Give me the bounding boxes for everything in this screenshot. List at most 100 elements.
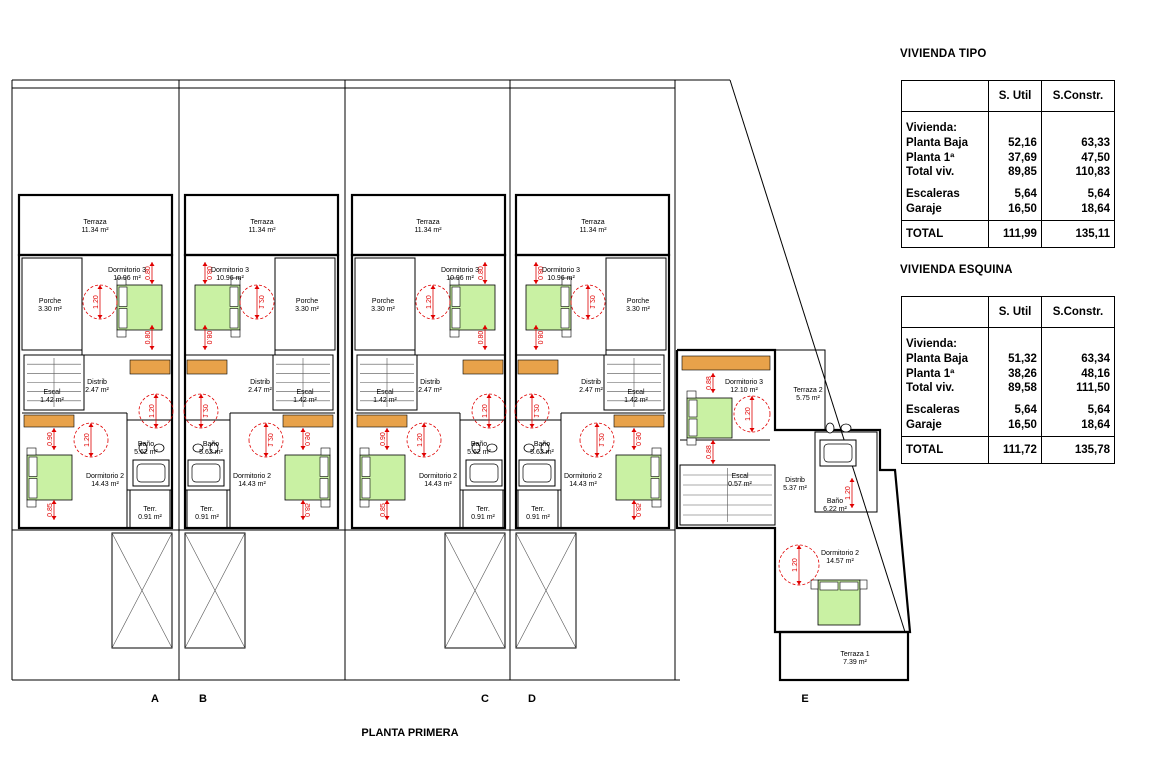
staircase (23, 354, 85, 411)
bathroom-fixtures (187, 442, 225, 487)
pillow (560, 286, 570, 307)
dimension-label: 0.85 (303, 503, 310, 517)
bathroom-fixtures (819, 422, 857, 467)
dimension-arrow (384, 428, 390, 432)
row-label: Planta Baja (902, 136, 990, 151)
dimension-label: 0.90 (47, 432, 54, 446)
bano-area: 5.62 m² (530, 449, 554, 456)
dimension-arrow (482, 346, 488, 350)
nightstand (116, 329, 127, 338)
dimension-arrow (51, 446, 57, 450)
dimension-arrow (486, 394, 492, 398)
util-value: 51,32 (988, 352, 1042, 367)
dormitorio2-name: Dormitorio 2 (86, 473, 124, 480)
dimension-arrow (149, 325, 155, 329)
porche-area: 3.30 m² (295, 306, 319, 313)
dimension-arrow (51, 516, 57, 520)
distrib-name: Distrib (581, 379, 601, 386)
distrib-name: Distrib (785, 477, 805, 484)
distrib-area: 2.47 m² (579, 387, 603, 394)
dimension-arrow (594, 453, 600, 457)
escal-area: 1.42 m² (40, 397, 64, 404)
garage-door (515, 532, 577, 649)
pillow (688, 418, 698, 437)
dimension-marker: 1.20 (792, 545, 802, 585)
stair-outline (603, 354, 665, 411)
terraza-name: Terraza (581, 219, 604, 226)
sink (523, 443, 535, 453)
dimension-label: 0.90 (380, 432, 387, 446)
terraza-area: 11.34 m² (81, 227, 109, 234)
nightstand (651, 499, 662, 508)
bano-name: Baño (471, 441, 487, 448)
row-label: Planta 1ª (902, 150, 990, 165)
constr-value: 5,64 (1087, 188, 1110, 201)
dimension-arrow (796, 581, 802, 585)
total-util: 111,72 (988, 436, 1042, 463)
bathroom-fixtures (132, 442, 170, 487)
pillow (229, 308, 239, 329)
dimension-label: 1.20 (149, 404, 156, 418)
dormitorio2-name: Dormitorio 2 (564, 473, 602, 480)
dimension-arrow (153, 394, 159, 398)
pillow (819, 581, 839, 591)
porche-name: Porche (372, 298, 394, 305)
dormitorio3-area: 12.10 m² (730, 387, 758, 394)
dimension-arrow (202, 346, 208, 350)
dimension-arrow (153, 424, 159, 428)
bano-area: 6.22 m² (823, 506, 847, 513)
unit-outline (183, 253, 340, 530)
constr-value: 63,34 (1081, 353, 1110, 366)
escal-area: 1.42 m² (624, 397, 648, 404)
unit-outline (514, 253, 671, 530)
terraza2-name: Terraza 2 (793, 387, 822, 394)
terr-name: Terr. (531, 506, 545, 513)
staircase (679, 464, 776, 526)
dormitorio2-area: 14.43 m² (424, 481, 452, 488)
constr-value: 48,16 (1081, 367, 1110, 380)
escal-area: 1.42 m² (373, 397, 397, 404)
escal-name: Escal (43, 389, 61, 396)
bano-name: Baño (138, 441, 154, 448)
wardrobe (681, 355, 771, 371)
staircase (272, 354, 334, 411)
dimension-arrow (254, 315, 260, 319)
bathtub-basin (823, 443, 853, 463)
dimension-marker: 0.80 (478, 262, 488, 284)
dimension-arrow (300, 428, 306, 432)
terr-box (462, 489, 504, 529)
bathroom-fixtures (518, 442, 556, 487)
dimension-label: 1.20 (417, 433, 424, 447)
bed (359, 447, 406, 508)
dimension-arrow (202, 325, 208, 329)
wardrobe (356, 414, 408, 428)
dimension-arrow (88, 423, 94, 427)
dimension-marker: 0.88 (706, 440, 716, 464)
col-header-util: S. Util (988, 81, 1042, 112)
dimension-arrow (198, 424, 204, 428)
nightstand (686, 390, 697, 399)
dimension-marker: 0.85 (380, 500, 390, 520)
dimension-arrow (631, 516, 637, 520)
sink (192, 443, 204, 453)
constr-value: 47,50 (1081, 151, 1110, 164)
unit-plan: 1.200.800.801.200.900.851.20 (350, 193, 507, 649)
dimension-arrow (149, 262, 155, 266)
terraza1-area: 7.39 m² (843, 659, 867, 666)
constr-value: 63,33 (1081, 137, 1110, 150)
stair-outline (23, 354, 85, 411)
dimension-label: 0.88 (706, 445, 713, 459)
dimension-label: 1.20 (426, 295, 433, 309)
dimension-arrow (482, 325, 488, 329)
terraza-name: Terraza (250, 219, 273, 226)
dimension-marker: 1.20 (745, 396, 755, 432)
dimension-arrow (384, 500, 390, 504)
wardrobe (613, 414, 665, 428)
